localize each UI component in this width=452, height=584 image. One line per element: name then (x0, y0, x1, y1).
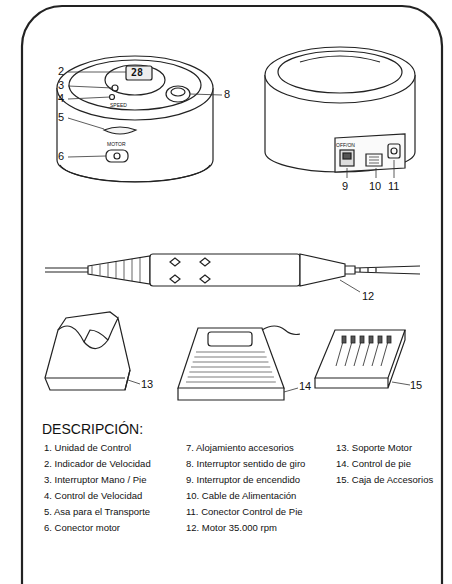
panel-text: SPEED (110, 103, 127, 109)
accessory-box (315, 330, 410, 388)
callout-number: 3 (58, 79, 64, 91)
description-item: 7. Alojamiento accesorios (186, 443, 294, 453)
callout-number: 9 (342, 180, 348, 192)
description-item: 4. Control de Velocidad (44, 491, 142, 501)
callout-number: 6 (58, 150, 64, 162)
control-unit-back (265, 47, 415, 172)
frame (22, 6, 442, 584)
callout-number: 2 (58, 65, 64, 77)
description-item: 13. Soporte Motor (336, 443, 412, 453)
panel-text: OFF/ON (336, 143, 355, 149)
leader-lines (347, 160, 394, 178)
description-item: 9. Interruptor de encendido (186, 475, 300, 485)
callout-number: 13 (141, 378, 153, 390)
control-unit-front (57, 56, 213, 182)
description-item: 2. Indicador de Velocidad (44, 459, 151, 469)
description-item: 3. Interruptor Mano / Pie (44, 475, 146, 485)
description-item: 14. Control de pie (336, 459, 411, 469)
panel-text: MOTOR (107, 142, 126, 148)
callout-number: 11 (388, 180, 399, 192)
description-item: 6. Conector motor (44, 523, 120, 533)
motor-handpiece (45, 254, 420, 292)
description-item: 10. Cable de Alimentación (186, 491, 296, 501)
section-heading: DESCRIPCIÓN: (42, 422, 143, 437)
description-item: 8. Interruptor sentido de giro (186, 459, 305, 469)
callout-number: 8 (224, 88, 230, 100)
callout-number: 5 (58, 111, 64, 123)
foot-pedal (178, 326, 300, 400)
description-item: 15. Caja de Accesorios (336, 475, 433, 485)
callout-number: 14 (299, 380, 311, 392)
callout-number: 15 (410, 379, 422, 391)
callout-number: 10 (369, 180, 381, 192)
motor-stand (45, 312, 140, 390)
display-digits: 28 (131, 67, 143, 78)
description-item: 1. Unidad de Control (44, 443, 131, 453)
callout-number: 4 (58, 92, 64, 104)
description-item: 12. Motor 35.000 rpm (186, 523, 277, 533)
leader-lines (68, 72, 222, 157)
description-item: 11. Conector Control de Pie (186, 507, 303, 517)
callout-number: 12 (362, 290, 374, 302)
description-item: 5. Asa para el Transporte (44, 507, 150, 517)
